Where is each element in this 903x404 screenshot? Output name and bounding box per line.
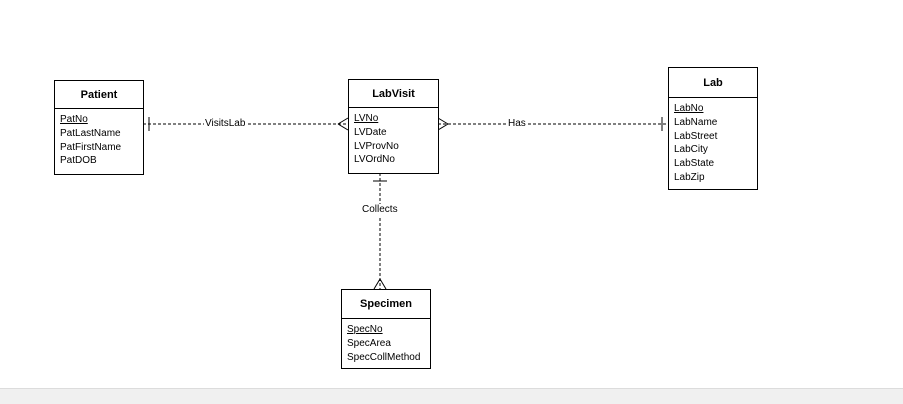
relationship-has-label: Has bbox=[507, 118, 527, 130]
entity-patient-title: Patient bbox=[55, 81, 143, 109]
attribute-lvordno: LVOrdNo bbox=[354, 154, 395, 166]
attribute-labname: LabName bbox=[674, 116, 718, 128]
attribute-lvdate: LVDate bbox=[354, 126, 387, 138]
attribute-patfirstname: PatFirstName bbox=[60, 141, 122, 153]
attribute-labzip: LabZip bbox=[674, 171, 705, 183]
attribute-speccollmethod: SpecCollMethod bbox=[347, 351, 421, 363]
attribute-patdob: PatDOB bbox=[60, 155, 97, 167]
attribute-lvno: LVNo bbox=[354, 113, 379, 124]
entity-specimen-title: Specimen bbox=[342, 290, 430, 319]
entity-patient[interactable]: Patient PatNo PatLastName PatFirstName P… bbox=[54, 80, 144, 175]
attribute-patno: PatNo bbox=[60, 114, 88, 125]
footer-strip bbox=[0, 388, 903, 404]
relationship-collects-line bbox=[373, 173, 387, 290]
entity-lab[interactable]: Lab LabNo LabName LabStreet LabCity LabS… bbox=[668, 67, 758, 190]
attribute-lvprovno: LVProvNo bbox=[354, 140, 399, 152]
attribute-specno: SpecNo bbox=[347, 324, 383, 335]
relationship-has-line bbox=[437, 117, 668, 131]
entity-specimen-attributes: SpecNo SpecArea SpecCollMethod bbox=[342, 319, 430, 364]
entity-lab-title: Lab bbox=[669, 68, 757, 98]
attribute-labstate: LabState bbox=[674, 158, 715, 170]
entity-labvisit[interactable]: LabVisit LVNo LVDate LVProvNo LVOrdNo bbox=[348, 79, 439, 174]
relationship-collects-label: Collects bbox=[361, 204, 399, 216]
entity-labvisit-title: LabVisit bbox=[349, 80, 438, 108]
attribute-specarea: SpecArea bbox=[347, 337, 391, 349]
relationship-visitslab-label: VisitsLab bbox=[204, 118, 247, 130]
attribute-labno: LabNo bbox=[674, 103, 704, 114]
attribute-labcity: LabCity bbox=[674, 144, 708, 156]
entity-lab-attributes: LabNo LabName LabStreet LabCity LabState… bbox=[669, 98, 757, 185]
attribute-patlastname: PatLastName bbox=[60, 127, 121, 139]
entity-specimen[interactable]: Specimen SpecNo SpecArea SpecCollMethod bbox=[341, 289, 431, 369]
entity-labvisit-attributes: LVNo LVDate LVProvNo LVOrdNo bbox=[349, 108, 438, 167]
entity-patient-attributes: PatNo PatLastName PatFirstName PatDOB bbox=[55, 109, 143, 168]
attribute-labstreet: LabStreet bbox=[674, 130, 718, 142]
